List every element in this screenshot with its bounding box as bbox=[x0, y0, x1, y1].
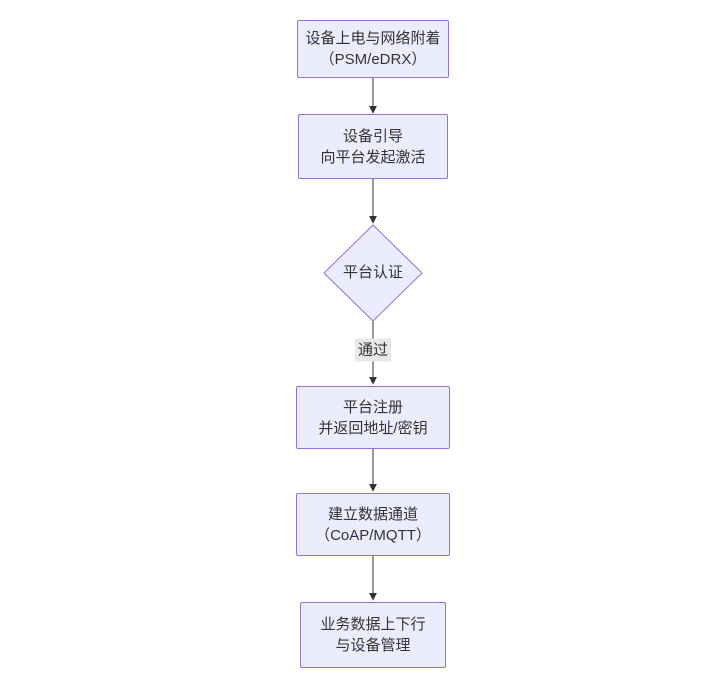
node-device-power-on: 设备上电与网络附着 （PSM/eDRX） bbox=[297, 20, 449, 78]
node-platform-auth-label: 平台认证 bbox=[342, 264, 403, 281]
node-text: 平台注册 bbox=[342, 398, 403, 416]
node-text: （PSM/eDRX） bbox=[319, 51, 427, 68]
node-business-data: 业务数据上下行 与设备管理 bbox=[300, 602, 446, 668]
node-text: 向平台发起激活 bbox=[320, 148, 426, 166]
decision-diamond-shape bbox=[323, 224, 423, 322]
node-platform-register: 平台注册 并返回地址/密钥 bbox=[296, 386, 450, 449]
node-device-bootstrap: 设备引导 向平台发起激活 bbox=[298, 114, 448, 179]
node-text: 设备上电与网络附着 bbox=[305, 30, 441, 47]
node-text: 设备引导 bbox=[342, 127, 403, 145]
node-data-channel: 建立数据通道 （CoAP/MQTT） bbox=[296, 493, 450, 556]
node-text: （CoAP/MQTT） bbox=[315, 526, 431, 544]
node-text: 业务数据上下行 bbox=[320, 616, 426, 633]
node-text: 与设备管理 bbox=[335, 637, 411, 654]
node-text: 并返回地址/密钥 bbox=[318, 419, 428, 437]
edge-label-pass: 通过 bbox=[354, 338, 392, 362]
node-text: 建立数据通道 bbox=[327, 505, 418, 523]
